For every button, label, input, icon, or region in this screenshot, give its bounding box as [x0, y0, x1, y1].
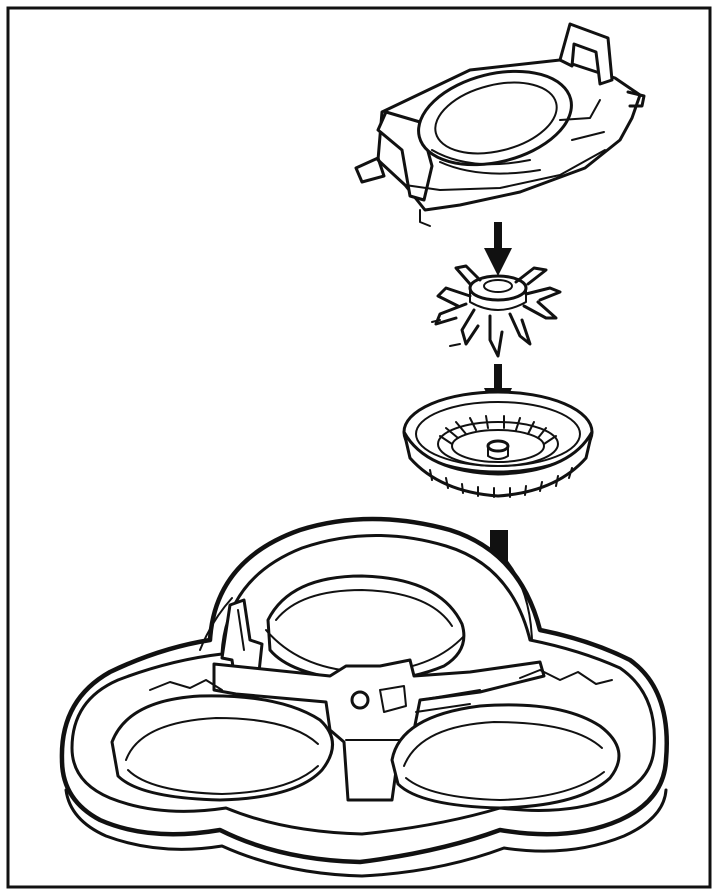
- arrow-frame-to-cutter: [484, 222, 512, 276]
- cutter-icon: [431, 264, 562, 358]
- retaining-frame-icon: [354, 22, 646, 227]
- diagram-frame: [6, 6, 712, 889]
- shaving-unit-holder-icon: [59, 516, 669, 878]
- shaving-guard-icon: [402, 390, 594, 498]
